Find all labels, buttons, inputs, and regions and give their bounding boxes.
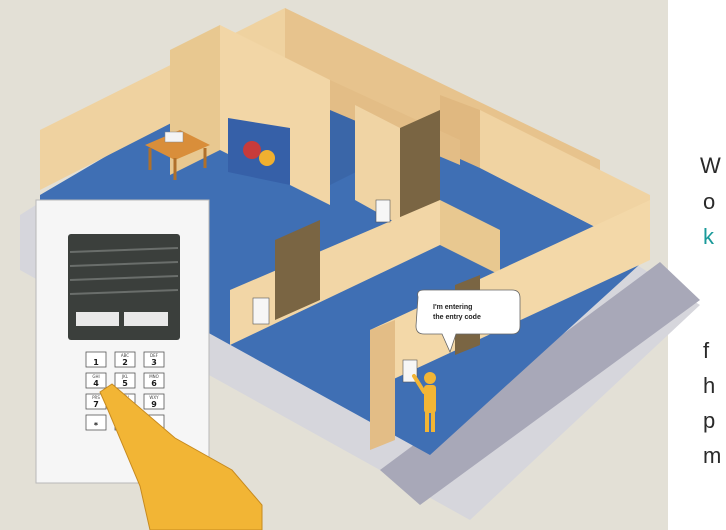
bubble-line-1: I'm entering [433,304,472,311]
keypad-key-digit: 7 [93,400,99,409]
keypad-key-digit: 4 [93,379,99,388]
person-head [424,372,436,384]
side-text-w: W [700,151,721,181]
keypad-key-digit: 9 [151,400,157,409]
side-text-p: p [703,406,715,436]
picture-figure-red [243,141,261,159]
side-text-o: o [703,187,715,217]
name-button-left [76,312,119,326]
side-text-h: h [703,371,715,401]
table-phone-icon [165,132,183,142]
person-body [424,385,436,413]
keypad-key: 1 [86,352,106,367]
picture-figure-yellow [259,150,275,166]
intercom-panel-icon [253,298,269,324]
name-button-right [124,312,168,326]
keypad-key-digit: 2 [122,358,128,367]
side-text-m: m [703,441,721,471]
keypad-key-digit: 5 [122,379,128,388]
side-text-f: f [703,336,709,366]
keypad-key-digit: 1 [93,358,99,367]
keypad-key: * [86,415,106,430]
wall-front-edge [370,320,395,450]
intercom-panel-icon [376,200,390,222]
bubble-line-2: the entry code [433,314,481,321]
side-text-k: k [703,222,714,252]
keypad-key-digit: 3 [151,358,157,367]
keypad-key-digit: 6 [151,379,157,388]
